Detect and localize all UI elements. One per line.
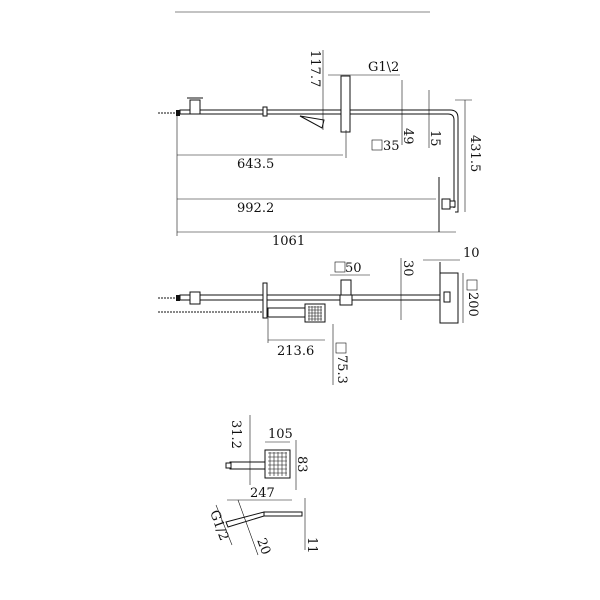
slider <box>262 106 268 117</box>
shower-arm <box>350 109 459 213</box>
hose-nut <box>176 110 180 116</box>
square-symbol <box>371 139 383 151</box>
dim-75-3: 75.3 <box>334 355 349 384</box>
dim-643-5: 643.5 <box>237 157 274 172</box>
front-view: 50 30 10 200 213.6 75.3 <box>158 246 480 385</box>
dim-30: 30 <box>400 260 415 277</box>
handle-holder <box>189 291 201 305</box>
slide-rail <box>179 109 344 115</box>
hand-shower-body <box>267 307 306 318</box>
dim-31-2: 31.2 <box>228 420 243 449</box>
dim-431-5: 431.5 <box>467 135 482 172</box>
dim-10: 10 <box>463 246 480 261</box>
dim-992-2: 992.2 <box>237 201 274 216</box>
dim-20: 20 <box>253 536 273 557</box>
dim-15: 15 <box>427 130 442 147</box>
handle <box>229 461 266 470</box>
wall-bracket <box>340 75 351 133</box>
dim-49: 49 <box>400 128 415 145</box>
dim-117-7: 117.7 <box>307 50 322 87</box>
hand-shower-view: 31.2 105 83 247 G1/2 20 11 <box>206 415 319 557</box>
dim-83: 83 <box>294 456 309 473</box>
dim-213-6: 213.6 <box>277 344 314 359</box>
top-view: 117.7 G1\2 49 15 35 431.5 643.5 992.2 10… <box>158 50 482 249</box>
dim-200: 200 <box>465 292 480 317</box>
dim-1061: 1061 <box>272 234 305 249</box>
wall-bracket <box>340 279 352 296</box>
dim-247: 247 <box>250 486 275 501</box>
dim-35: 35 <box>383 139 400 154</box>
hand-shower <box>299 115 325 129</box>
dim-11: 11 <box>304 537 319 554</box>
dim-50: 50 <box>345 261 362 276</box>
dim-g12-hand: G1/2 <box>206 508 231 543</box>
dim-g12: G1\2 <box>368 60 399 75</box>
dim-105: 105 <box>268 427 293 442</box>
handle-holder <box>189 99 201 115</box>
slider-plate <box>262 282 268 319</box>
